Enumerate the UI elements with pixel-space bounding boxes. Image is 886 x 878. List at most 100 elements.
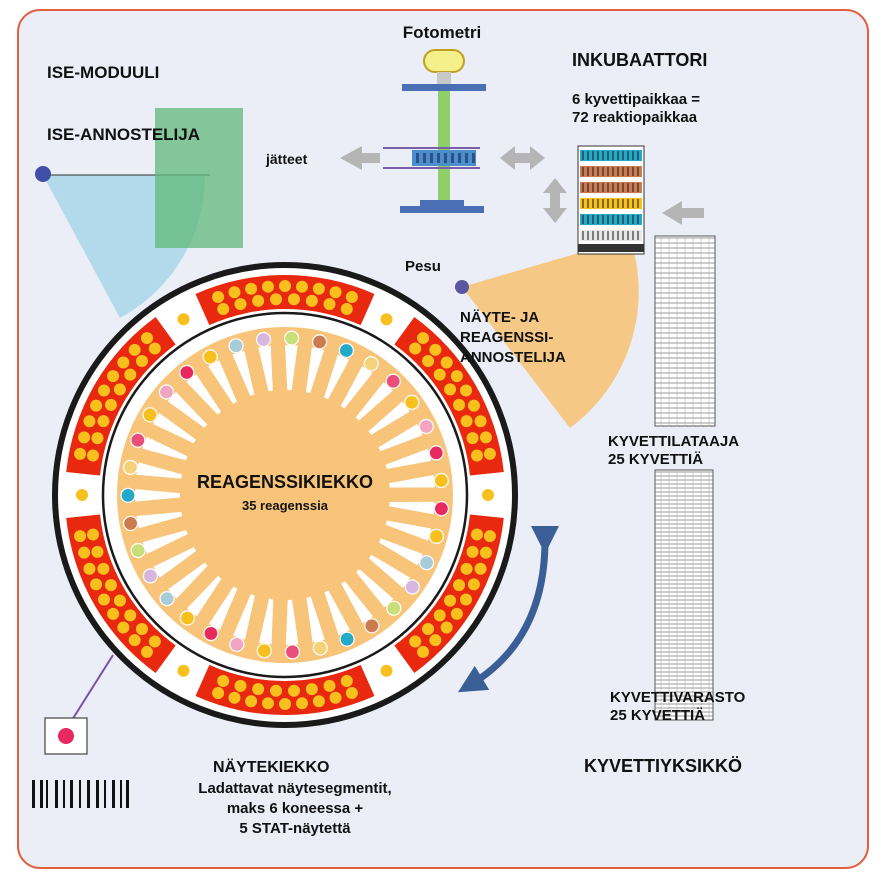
stat-position: [480, 487, 496, 503]
sample-position: [107, 370, 120, 383]
sample-position: [433, 609, 446, 622]
sample-position: [466, 432, 479, 445]
reagent-spoke: [142, 436, 188, 461]
ise-module-block: [155, 108, 243, 248]
photometer-label: Fotometri: [403, 23, 481, 42]
sample-position: [467, 399, 480, 412]
reagent-position: [364, 618, 380, 634]
sample-position: [148, 635, 161, 648]
sample-position: [474, 562, 487, 575]
sample-position: [98, 384, 111, 397]
sample-position: [98, 593, 111, 606]
sample-position: [279, 698, 291, 710]
reagent-position: [179, 610, 196, 626]
reagent-disk: [117, 327, 453, 663]
reagent-position: [158, 384, 175, 400]
sample-position: [78, 431, 91, 444]
sample-position: [113, 383, 126, 396]
sample-position: [104, 398, 117, 411]
sample-position: [296, 280, 309, 293]
reagent-spoke: [136, 511, 183, 529]
cuvette-unit-label: KYVETTIYKSIKKÖ: [584, 756, 742, 776]
reagent-spoke: [389, 474, 435, 488]
cuvette-store-count: 25 KYVETTIÄ: [610, 707, 705, 724]
vertical-arrow: [543, 178, 567, 223]
sample-disk-label: NÄYTEKIEKKO: [213, 758, 329, 776]
reagent-position: [159, 590, 175, 607]
reagent-position: [404, 579, 420, 595]
stat-position: [378, 311, 395, 328]
sample-position: [87, 528, 100, 541]
sample-disk-line1: Ladattavat näytesegmentit,: [198, 780, 391, 797]
reagent-position: [385, 373, 401, 389]
sample-position: [459, 384, 472, 397]
reagent-position: [433, 501, 450, 517]
sample-position: [444, 594, 457, 607]
incubator: [577, 145, 645, 255]
sample-reagent-dispenser: [462, 238, 639, 428]
reagent-spoke: [323, 354, 350, 400]
sample-disk-line3: 5 STAT-näytettä: [239, 820, 351, 837]
sample-position: [135, 355, 148, 368]
sample-position: [228, 286, 241, 299]
reagent-spoke: [378, 423, 423, 452]
reagent-spokes: [135, 345, 435, 645]
sample-position: [422, 355, 435, 368]
reagent-count-label: 35 reagenssia: [242, 498, 329, 513]
reagent-position: [338, 342, 354, 359]
reagent-spoke: [324, 590, 351, 636]
reagent-spoke: [258, 345, 273, 392]
loader-arrow: [662, 201, 704, 225]
sample-position: [117, 621, 130, 634]
reagent-positions: [120, 330, 450, 660]
sample-position: [91, 432, 104, 445]
sample-position: [470, 528, 483, 541]
sample-position: [450, 370, 463, 383]
reagent-position: [418, 418, 434, 435]
sample-position: [140, 645, 153, 658]
reagent-spoke: [152, 413, 196, 444]
reagent-position: [120, 487, 136, 503]
reagent-position: [428, 528, 445, 544]
reagent-spoke: [208, 360, 237, 404]
sample-position: [429, 343, 442, 356]
reagent-position: [142, 568, 159, 584]
sample-position: [305, 294, 318, 307]
reagent-spoke: [385, 448, 432, 469]
sample-position: [107, 607, 120, 620]
reagent-spoke: [355, 382, 393, 421]
reagent-spoke: [306, 596, 325, 643]
incubator-slot: [580, 150, 642, 161]
sample-position: [329, 286, 342, 299]
sample-position: [450, 607, 463, 620]
reagent-position: [284, 644, 301, 660]
sample-position: [128, 343, 141, 356]
sample-position: [440, 356, 453, 369]
sample-position: [474, 415, 487, 428]
reagent-spoke: [232, 350, 255, 396]
reagent-position: [255, 331, 272, 348]
reagent-spoke: [368, 554, 411, 588]
sample-position: [74, 447, 87, 460]
reagent-spoke: [136, 462, 183, 479]
sample-position: [83, 415, 96, 428]
dispenser-label-line2: REAGENSSI-: [460, 329, 553, 346]
shuttle-arrow: [500, 146, 545, 170]
sample-position: [305, 683, 318, 696]
sample-position: [113, 594, 126, 607]
sample-position: [252, 683, 265, 696]
sample-position: [323, 298, 336, 311]
sample-position: [470, 449, 483, 462]
sample-position: [287, 293, 300, 306]
sample-position: [409, 635, 422, 648]
sample-position: [124, 368, 137, 381]
sample-position: [217, 675, 230, 688]
sample-position: [433, 368, 446, 381]
incubator-label: INKUBAATTORI: [572, 50, 707, 70]
stat-position: [175, 662, 192, 679]
incubator-line1: 6 kyvettipaikkaa =: [572, 91, 700, 108]
sample-position: [124, 609, 137, 622]
sample-position: [212, 290, 225, 303]
sample-segment: [195, 664, 375, 715]
